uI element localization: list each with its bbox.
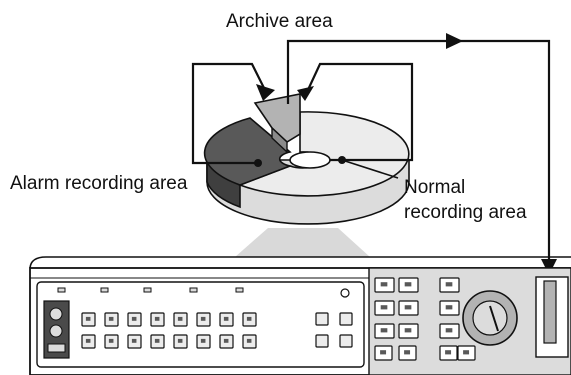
button-led xyxy=(246,316,252,321)
lamp xyxy=(57,287,66,293)
archive-callout-line xyxy=(306,62,414,162)
camera-buttons xyxy=(81,312,257,349)
connector-port-1 xyxy=(49,307,63,321)
indicator-lamps xyxy=(57,287,244,293)
normal-area-label-line1: Normal xyxy=(404,177,465,198)
button-led xyxy=(404,328,412,333)
connector-port-2 xyxy=(49,324,63,338)
button-led xyxy=(154,338,160,343)
button-led xyxy=(404,350,411,355)
button-led xyxy=(380,350,387,355)
connector-slot xyxy=(47,343,66,353)
button-led xyxy=(463,350,470,355)
button-led xyxy=(131,316,137,321)
button-led xyxy=(223,338,229,343)
control-button[interactable] xyxy=(315,312,329,326)
button-led xyxy=(445,350,452,355)
button-led xyxy=(380,305,388,310)
route-line xyxy=(286,39,551,268)
arrowhead-icon xyxy=(446,33,463,49)
alarm-pointer-dot xyxy=(254,159,262,167)
button-led xyxy=(85,316,91,321)
button-led xyxy=(445,305,453,310)
button-led xyxy=(404,305,412,310)
button-led xyxy=(380,328,388,333)
recorder-device xyxy=(29,256,571,375)
alarm-area-label: Alarm recording area xyxy=(10,173,188,194)
lamp xyxy=(143,287,152,293)
control-button[interactable] xyxy=(315,334,329,348)
archive-sector-face xyxy=(271,126,288,154)
hdd-disc-icon xyxy=(203,93,410,225)
alarm-sector xyxy=(203,117,293,186)
control-button[interactable] xyxy=(339,334,353,348)
button-led xyxy=(200,338,206,343)
button-led xyxy=(154,316,160,321)
button-led xyxy=(200,316,206,321)
button-led xyxy=(85,338,91,343)
alarm-callout-line xyxy=(191,62,267,165)
disc-hub xyxy=(289,151,331,169)
jog-shuttle-dial-icon[interactable] xyxy=(462,290,518,346)
callouts xyxy=(191,39,551,268)
device-top xyxy=(29,256,571,269)
button-led xyxy=(108,338,114,343)
button-led xyxy=(131,338,137,343)
button-led xyxy=(108,316,114,321)
button-led xyxy=(404,282,412,287)
button-led xyxy=(177,338,183,343)
function-buttons xyxy=(374,277,476,361)
button-led xyxy=(177,316,183,321)
normal-area-label-line2: recording area xyxy=(404,202,527,223)
button-led xyxy=(246,338,252,343)
button-led xyxy=(223,316,229,321)
button-led xyxy=(380,282,388,287)
archive-sector xyxy=(253,93,301,144)
arrowhead-icon xyxy=(541,259,557,275)
archive-area-label: Archive area xyxy=(226,11,333,32)
power-indicator xyxy=(340,288,350,298)
control-button[interactable] xyxy=(339,312,353,326)
lamp xyxy=(189,287,198,293)
drive-slot xyxy=(543,280,557,344)
projection-beam xyxy=(235,228,370,257)
normal-pointer-line xyxy=(341,159,399,179)
lamp xyxy=(100,287,109,293)
button-led xyxy=(445,328,453,333)
button-led xyxy=(445,282,453,287)
arrowhead-icon xyxy=(297,86,314,101)
lamp xyxy=(235,287,244,293)
control-buttons-left xyxy=(315,312,353,348)
arrowhead-icon xyxy=(256,84,275,101)
